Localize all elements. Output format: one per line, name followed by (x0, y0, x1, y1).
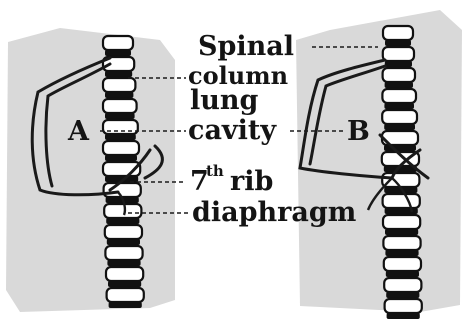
vertebra (105, 225, 142, 239)
intervertebral-disc (107, 239, 140, 245)
intervertebral-disc (105, 71, 132, 77)
vertebra (383, 215, 420, 229)
vertebra (103, 120, 138, 134)
intervertebral-disc (384, 124, 415, 130)
torso-background-b (296, 10, 462, 312)
vertebra (383, 68, 415, 82)
intervertebral-disc (107, 260, 140, 266)
vertebra (383, 194, 420, 208)
intervertebral-disc (385, 82, 413, 88)
intervertebral-disc (105, 134, 136, 140)
vertebra (382, 173, 419, 187)
vertebra (383, 236, 420, 250)
vertebra (385, 299, 422, 313)
intervertebral-disc (387, 313, 420, 319)
label-7th-rib-superscript: th (206, 162, 224, 180)
label-lung: lung (190, 85, 259, 116)
intervertebral-disc (108, 281, 141, 287)
intervertebral-disc (385, 250, 418, 256)
intervertebral-disc (384, 145, 416, 151)
intervertebral-disc (385, 229, 418, 235)
label-diaphragm: diaphragm (192, 197, 356, 228)
label-7th-rib-word: rib (230, 166, 273, 197)
vertebra (106, 267, 143, 281)
vertebra (384, 278, 421, 292)
intervertebral-disc (385, 40, 411, 46)
vertebra (103, 99, 137, 113)
intervertebral-disc (109, 302, 142, 308)
vertebra (384, 257, 421, 271)
vertebra (103, 78, 135, 92)
vertebra (107, 288, 144, 302)
panel-b-label: B (347, 116, 370, 147)
vertebra (105, 246, 142, 260)
intervertebral-disc (384, 103, 414, 109)
intervertebral-disc (105, 92, 133, 98)
intervertebral-disc (386, 292, 419, 298)
vertebra (383, 47, 414, 61)
label-spinal: Spinal (198, 31, 294, 62)
vertebra (104, 204, 141, 218)
intervertebral-disc (105, 50, 131, 56)
intervertebral-disc (386, 271, 419, 277)
vertebra (382, 89, 416, 103)
intervertebral-disc (385, 61, 412, 67)
vertebra (103, 36, 133, 50)
vertebra (103, 141, 139, 155)
panel-a-label: A (67, 116, 90, 147)
torso-background-a (6, 28, 175, 312)
vertebra (382, 110, 417, 124)
intervertebral-disc (106, 218, 139, 224)
label-cavity: cavity (188, 115, 277, 146)
vertebra (383, 26, 413, 40)
intervertebral-disc (105, 113, 135, 119)
intervertebral-disc (105, 155, 137, 161)
